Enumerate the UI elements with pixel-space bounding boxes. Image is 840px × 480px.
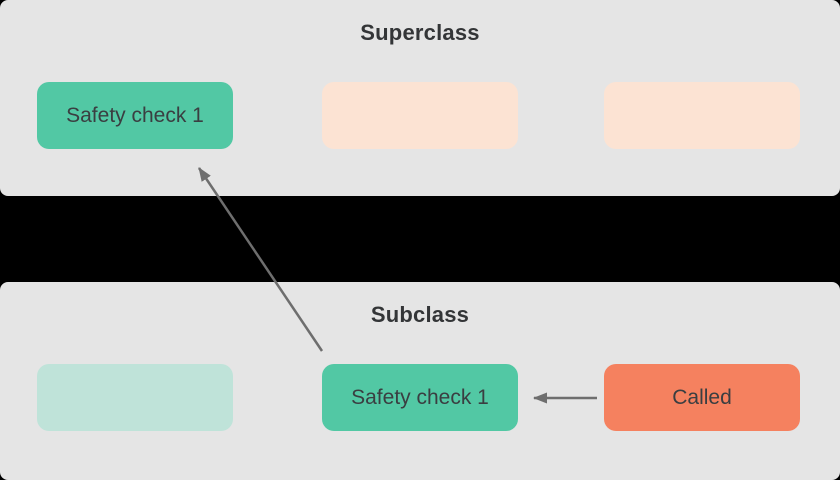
superclass-panel: Superclass Safety check 1	[0, 0, 840, 196]
superclass-placeholder-1-box	[322, 82, 518, 149]
superclass-placeholder-2-box	[604, 82, 800, 149]
subclass-placeholder-1-box	[37, 364, 233, 431]
subclass-panel: Subclass Safety check 1 Called	[0, 282, 840, 480]
superclass-safety-check-1-label: Safety check 1	[66, 103, 204, 127]
superclass-safety-check-1-box: Safety check 1	[37, 82, 233, 149]
subclass-called-label: Called	[672, 385, 732, 409]
subclass-safety-check-1-box: Safety check 1	[322, 364, 518, 431]
superclass-title: Superclass	[360, 20, 480, 45]
subclass-title: Subclass	[370, 302, 470, 327]
subclass-called-box: Called	[604, 364, 800, 431]
subclass-safety-check-1-label: Safety check 1	[351, 385, 489, 409]
